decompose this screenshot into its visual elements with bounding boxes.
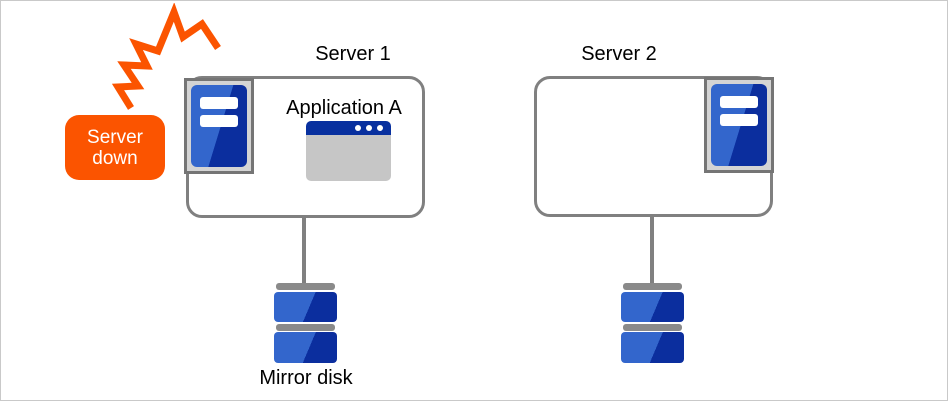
server1-title: Server 1: [315, 43, 391, 65]
disk-platter-bar: [276, 283, 335, 290]
server-tower-body: [711, 84, 767, 166]
server2-disk-connector: [650, 217, 654, 285]
tower-slot: [200, 97, 238, 109]
burst-icon: [111, 3, 221, 110]
titlebar-dot-icon: [355, 125, 361, 131]
mirror-disk-label: Mirror disk: [259, 367, 353, 389]
tower-slot: [720, 114, 758, 126]
server-tower-icon: [184, 78, 254, 174]
disk-block: [621, 292, 684, 322]
server1-disk-connector: [302, 217, 306, 285]
server-tower-body: [191, 85, 247, 167]
server2-title: Server 2: [581, 43, 657, 65]
server-down-badge: Server down: [65, 115, 165, 180]
mirror-disk-icon: [621, 283, 684, 363]
disk-block: [274, 332, 337, 363]
app-window-body: [306, 135, 391, 181]
disk-block: [274, 292, 337, 322]
server-tower-icon: [704, 77, 774, 173]
app-window-icon: [306, 121, 391, 181]
app-window-titlebar: [306, 121, 391, 135]
disk-platter-bar: [623, 283, 682, 290]
titlebar-dot-icon: [366, 125, 372, 131]
titlebar-dot-icon: [377, 125, 383, 131]
disk-block: [621, 332, 684, 363]
application-a-label: Application A: [286, 97, 402, 119]
tower-slot: [720, 96, 758, 108]
disk-platter-bar: [276, 324, 335, 331]
mirror-disk-icon: [274, 283, 337, 363]
tower-slot: [200, 115, 238, 127]
disk-platter-bar: [623, 324, 682, 331]
